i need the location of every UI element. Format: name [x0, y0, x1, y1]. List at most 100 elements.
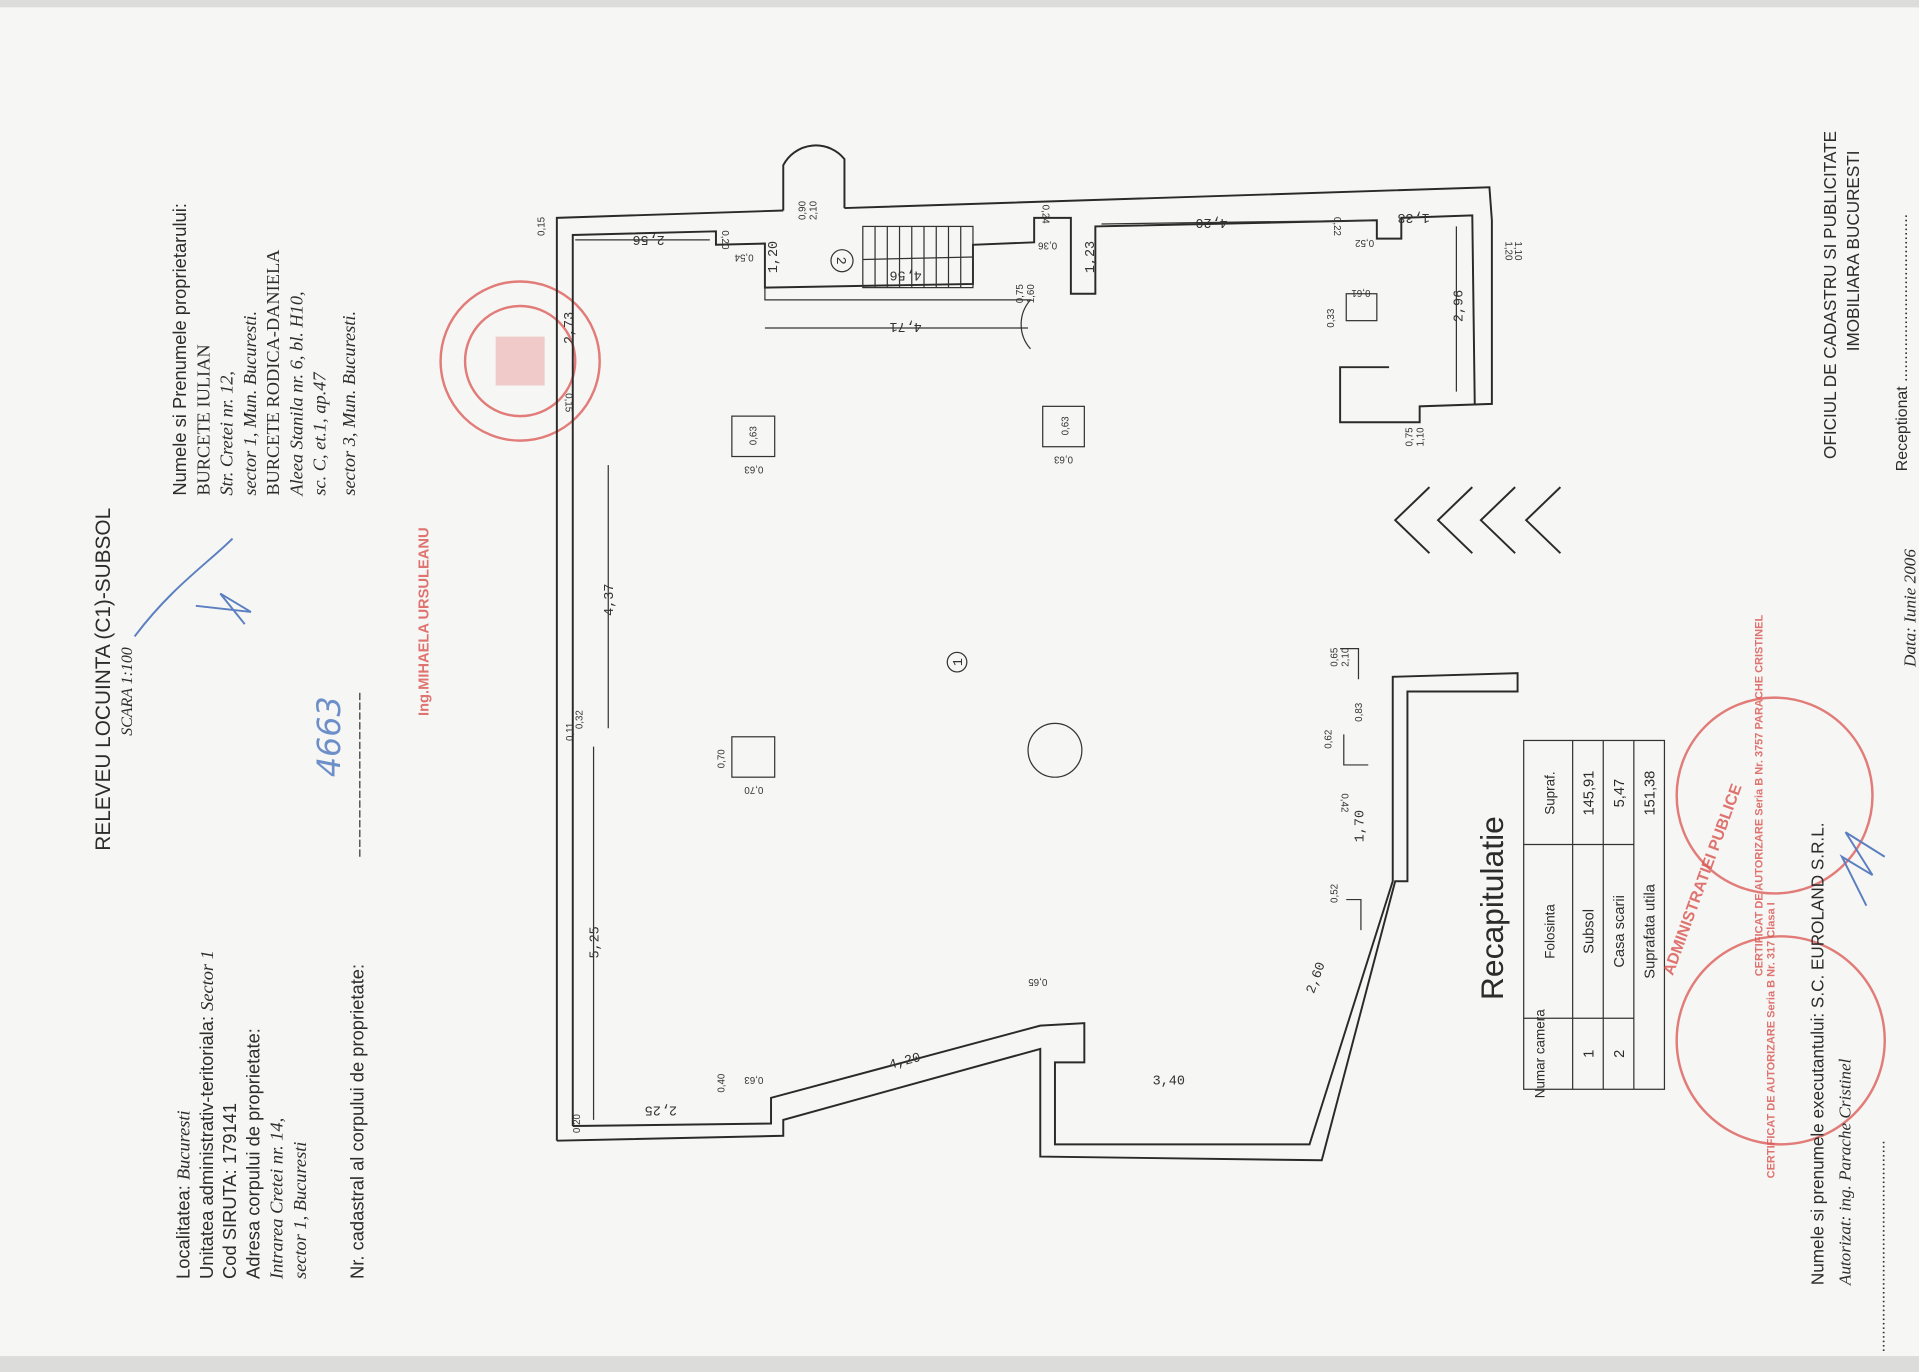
label: 2,96 — [1453, 290, 1468, 322]
label: ........................................… — [1872, 1140, 1889, 1352]
label: 0,63 — [1060, 416, 1071, 436]
label: 4,71 — [890, 318, 922, 333]
label: 145,91 — [1581, 771, 1597, 816]
label: 0,75 — [1404, 427, 1415, 447]
label: 0,22 — [1331, 217, 1342, 236]
label: 0,52 — [1355, 237, 1374, 248]
label: 0,11 — [565, 723, 576, 741]
column — [731, 415, 776, 458]
siruta-code: Cod SIRUTA: 179141 — [219, 1103, 240, 1279]
label: Localitatea: — [173, 1180, 194, 1279]
label: 0,83 — [1354, 702, 1365, 722]
column — [1345, 293, 1378, 322]
label: 5,25 — [588, 926, 603, 958]
label: 0,40 — [717, 1073, 728, 1093]
label: 2,60 — [1304, 961, 1329, 996]
label: BURCETE IULIAN — [193, 344, 213, 495]
label: 0,54 — [734, 252, 754, 263]
label: 1,38 — [1397, 209, 1429, 224]
address-line-2: sector 1, Bucuresti — [290, 1142, 310, 1279]
label: 1 — [952, 658, 967, 666]
drawing-mark — [862, 225, 974, 289]
label: 3,40 — [1153, 1074, 1185, 1089]
label: 1,23 — [1084, 241, 1099, 273]
label: Aleea Stanila nr. 6, bl. H10, — [286, 291, 306, 496]
executor-block: Numele si prenumele executantului: S.C. … — [1808, 131, 1919, 1352]
label: sector 1, Mun. Bucuresti. — [240, 311, 260, 496]
label: 0,20 — [572, 1113, 583, 1133]
label: Suprafata utila — [1643, 883, 1659, 978]
label: Supraf. — [1542, 771, 1557, 814]
label: 2,10 — [1341, 647, 1352, 667]
label: 2,56 — [632, 231, 664, 246]
label: 1,70 — [1353, 810, 1368, 842]
entrance-arrows-icon — [1393, 486, 1562, 554]
room-number-1 — [946, 651, 968, 673]
drawing-mark — [0, 0, 1919, 8]
label: 1,60 — [1026, 284, 1037, 304]
column — [731, 736, 776, 778]
label: 2 — [1612, 1050, 1628, 1058]
drawing-mark — [782, 144, 846, 211]
drawing-mark — [555, 186, 1493, 1141]
admin-unit: Unitatea administrativ-teritoriala: Sect… — [196, 950, 217, 1279]
label: 1,20 — [1502, 241, 1513, 261]
label: 0,52 — [1330, 884, 1341, 903]
drawing-mark — [1675, 935, 1886, 1146]
label: Receptionat ............................… — [1894, 214, 1911, 471]
label: Numar camera — [1533, 1009, 1548, 1098]
label: Subsol — [1581, 909, 1597, 954]
property-info: Localitatea: Bucuresti Unitatea administ… — [133, 537, 367, 1280]
label: Numele si prenumele executantului: S.C. … — [1808, 823, 1828, 1286]
drawing-mark — [495, 336, 545, 386]
label: Data: Iunie 2006 — [1900, 549, 1919, 668]
label: sector 3, Mun. Bucuresti. — [339, 311, 359, 496]
engineer-stamp: Ing.MIHAELA URSULEANU — [416, 527, 432, 716]
room-number-2 — [830, 249, 854, 273]
label: Sector 1 — [197, 950, 217, 1011]
label: Folosinta — [1542, 904, 1557, 959]
label: 2,10 — [808, 200, 819, 220]
label: 5,47 — [1612, 779, 1628, 808]
recap-title: Recapitulatie — [1474, 816, 1510, 1000]
drawing-mark — [571, 214, 1476, 1126]
owners-block: Numele si Prenumele proprietarului: BURC… — [169, 203, 359, 497]
column — [1042, 405, 1085, 448]
round-column — [1027, 722, 1083, 778]
drawing-mark — [1675, 696, 1874, 895]
label: 0,63 — [1053, 454, 1073, 465]
label: 1,20 — [767, 241, 782, 273]
agency-stamp — [439, 280, 601, 442]
label: 4,20 — [1195, 214, 1227, 229]
label: 0,62 — [1324, 730, 1335, 749]
locality: Localitatea: Bucuresti — [173, 1110, 194, 1279]
label: OFICIUL DE CADASTRU SI PUBLICITATE — [1820, 131, 1840, 459]
drawing-mark — [0, 1356, 1919, 1372]
floor-plan: 1 2 — [555, 144, 1562, 1162]
drawing-mark — [1101, 219, 1371, 225]
drawing-mark — [1839, 831, 1886, 907]
label: CERTIFICAT DE AUTORIZARE Seria B Nr. 375… — [1753, 615, 1765, 977]
label: 0,32 — [575, 710, 586, 729]
label: Casa scarii — [1612, 895, 1628, 968]
label: 0,36 — [1038, 239, 1058, 250]
label: 2,73 — [563, 312, 578, 344]
cadastral-label: Nr. cadastral al corpului de proprietate… — [346, 964, 367, 1279]
label: 2 — [832, 257, 847, 265]
recap-table: Recapitulatie Numar camera Folosinta Sup… — [1474, 739, 1666, 1098]
label: 4,56 — [890, 267, 922, 282]
label: 0,63 — [748, 426, 759, 446]
drawing-mark — [463, 304, 577, 418]
label: BURCETE RODICA-DANIELA — [263, 249, 283, 496]
label: 0,42 — [1338, 793, 1349, 812]
label: 0,63 — [744, 1074, 764, 1085]
label: 0,75 — [1015, 284, 1026, 304]
label: IMOBILIARA BUCURESTI — [1843, 151, 1863, 352]
label: 0,33 — [1326, 308, 1337, 328]
label: 0,24 — [1040, 205, 1051, 225]
scale-label: SCARA 1:100 — [119, 647, 136, 736]
label: Str. Cretei nr. 12, — [217, 371, 237, 496]
label: 0,20 — [719, 230, 730, 250]
